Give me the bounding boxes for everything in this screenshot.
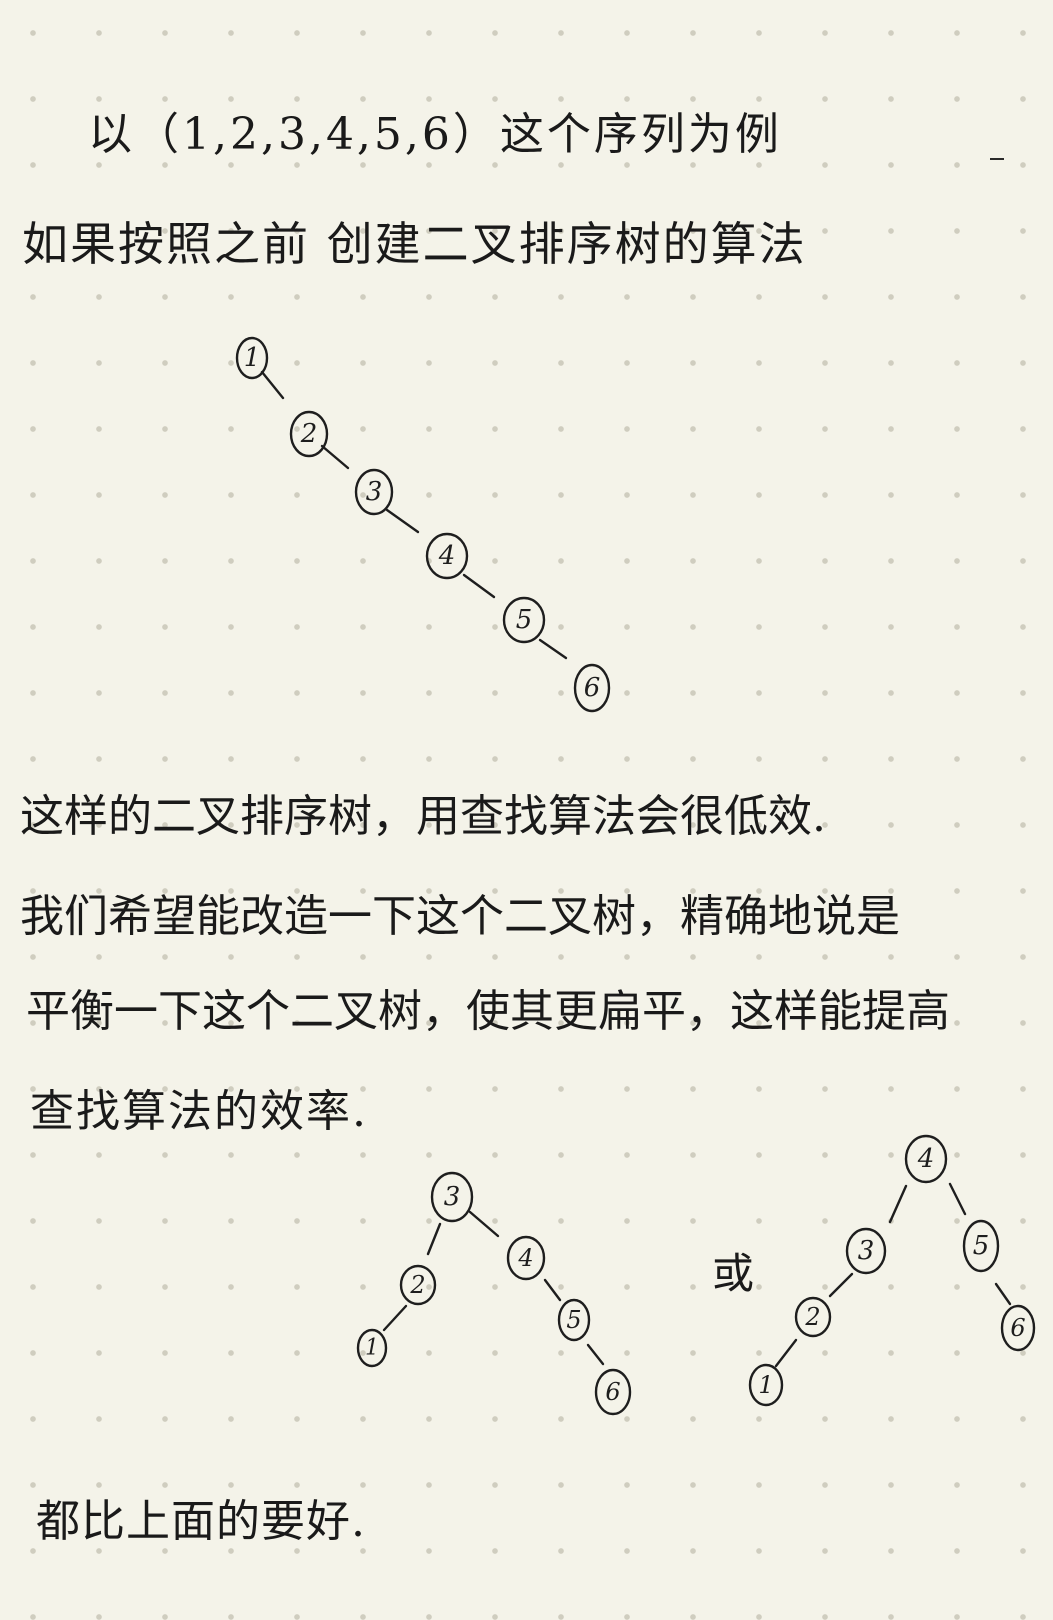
edge-2-3 (320, 444, 350, 470)
intro-line: 以（1,2,3,4,5,6）这个序列为例 (88, 109, 782, 160)
edge-4-3 (888, 1184, 908, 1224)
before-algorithm-line: 如果按照之前 创建二叉排序树的算法 (22, 217, 807, 271)
node-label: 1 (244, 343, 261, 373)
node-label: 6 (605, 1378, 620, 1406)
edge-4-5 (543, 1278, 562, 1302)
edge-4-5 (948, 1182, 967, 1216)
skewed-node-3: 3 (354, 468, 394, 516)
edge-3-4 (385, 508, 420, 534)
node-label: 2 (300, 419, 318, 449)
node-label: 5 (973, 1231, 990, 1261)
node-label: 3 (366, 477, 383, 507)
node-label: 2 (409, 1271, 425, 1299)
edge-5-6 (586, 1343, 605, 1366)
tree-b-node-2: 2 (794, 1296, 832, 1338)
hope-line-2: 平衡一下这个二叉树，使其更扁平，这样能提高 (26, 986, 950, 1037)
node-label: 4 (517, 1244, 533, 1272)
edge-5-6 (538, 638, 568, 660)
node-label: 4 (438, 541, 456, 571)
tree-b-node-6: 6 (1000, 1304, 1036, 1352)
node-label: 3 (858, 1236, 875, 1266)
inefficient-line: 这样的二叉排序树，用查找算法会很低效. (20, 791, 826, 842)
edge-2-1 (774, 1338, 798, 1368)
skewed-node-4: 4 (425, 532, 469, 580)
node-label: 6 (584, 673, 601, 703)
tree-a-node-4: 4 (506, 1235, 546, 1281)
node-label: 4 (917, 1144, 935, 1174)
skewed-node-5: 5 (502, 596, 546, 644)
hope-line-3: 查找算法的效率. (30, 1086, 368, 1137)
skewed-tree-edges (260, 370, 568, 660)
edge-1-2 (260, 370, 285, 400)
conclusion-line: 都比上面的要好. (36, 1496, 366, 1547)
tree-a-node-2: 2 (399, 1264, 437, 1306)
or-label: 或 (712, 1249, 756, 1298)
node-label: 5 (516, 605, 533, 635)
node-label: 6 (1010, 1314, 1025, 1342)
hope-line-1: 我们希望能改造一下这个二叉树，精确地说是 (20, 891, 900, 942)
skewed-node-6: 6 (573, 663, 611, 713)
tree-a-node-5: 5 (557, 1298, 591, 1342)
node-label: 2 (804, 1303, 820, 1331)
tree-a-node-1: 1 (356, 1328, 388, 1368)
tree-b-edges (774, 1182, 1012, 1368)
tree-b-node-5: 5 (962, 1219, 1000, 1273)
edge-4-5 (462, 573, 496, 599)
edge-3-2 (426, 1222, 442, 1256)
stray-mark (990, 158, 1004, 160)
skewed-node-2: 2 (289, 410, 329, 458)
node-label: 1 (365, 1336, 379, 1361)
tree-a-node-6: 6 (594, 1368, 632, 1416)
edge-2-1 (382, 1304, 408, 1332)
edge-3-4 (468, 1210, 500, 1238)
edge-5-6 (994, 1282, 1012, 1306)
tree-a-edges (382, 1210, 605, 1366)
node-label: 5 (566, 1306, 581, 1334)
node-label: 3 (444, 1182, 461, 1212)
tree-b-node-4: 4 (904, 1134, 948, 1184)
tree-b-node-1: 1 (748, 1363, 784, 1407)
tree-a-node-3: 3 (430, 1171, 474, 1223)
skewed-node-1: 1 (235, 336, 269, 380)
tree-b-node-3: 3 (845, 1227, 887, 1275)
node-label: 1 (758, 1371, 773, 1399)
edge-3-2 (828, 1272, 854, 1298)
